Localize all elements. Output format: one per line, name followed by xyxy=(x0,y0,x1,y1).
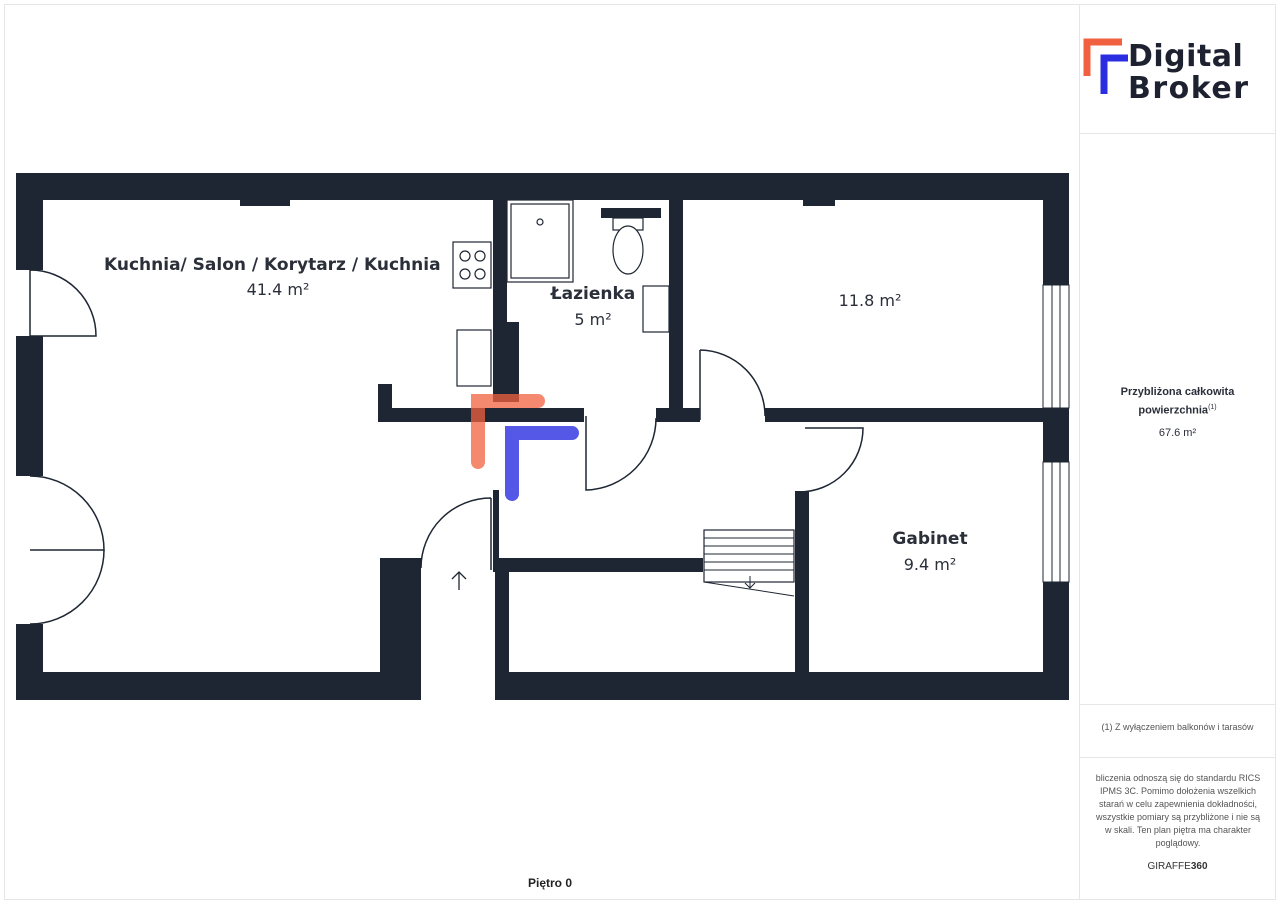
digital-broker-logo: Digital Broker xyxy=(1082,34,1274,106)
disclaimer: bliczenia odnoszą się do standardu RICS … xyxy=(1095,773,1261,848)
provider-suffix: 360 xyxy=(1190,861,1208,872)
room-area-bedroom: 11.8 m² xyxy=(839,291,902,310)
total-area-title-line2: powierzchnia(1) xyxy=(1080,400,1275,419)
stair-steps xyxy=(703,537,795,597)
total-area-title-line1: Przybliżona całkowita xyxy=(1120,386,1235,398)
total-area-title-text: powierzchnia xyxy=(1138,404,1209,417)
logo-text-digital: Digital xyxy=(1128,39,1244,74)
footnote-marker: (1) xyxy=(1208,404,1217,411)
watermark-logo xyxy=(471,394,579,501)
room-name-living: Kuchnia/ Salon / Korytarz / Kuchnia xyxy=(104,255,441,275)
fixtures xyxy=(452,199,795,583)
room-area-bathroom: 5 m² xyxy=(574,310,611,329)
door-bedroom xyxy=(699,349,766,420)
room-area-office: 9.4 m² xyxy=(904,555,957,574)
doors xyxy=(29,269,864,625)
room-name-bathroom: Łazienka xyxy=(550,284,636,304)
stairs xyxy=(703,529,795,583)
logo-mark-icon xyxy=(1083,38,1128,94)
provider-prefix: GIRAFFE xyxy=(1147,861,1191,872)
door-entrance xyxy=(420,497,492,570)
bathroom-sink xyxy=(642,285,670,333)
total-area-value: 67.6 m² xyxy=(1158,426,1197,439)
door-left-top xyxy=(29,269,97,337)
panel-divider xyxy=(1080,704,1276,705)
toilet xyxy=(612,225,644,275)
windows xyxy=(1042,284,1070,583)
panel-divider xyxy=(1080,133,1276,134)
panel-divider xyxy=(1080,757,1276,758)
provider-brand: GIRAFFE360 xyxy=(1080,861,1275,872)
logo-text-broker: Broker xyxy=(1128,71,1250,106)
door-left-double-b xyxy=(29,549,105,625)
door-left-double-a xyxy=(29,475,105,551)
room-name-office: Gabinet xyxy=(892,529,967,549)
door-office xyxy=(798,427,864,493)
entrance-arrow-icon xyxy=(451,571,467,590)
info-panel xyxy=(1079,4,1276,900)
floor-label: Piętro 0 xyxy=(527,876,572,890)
footnote: (1) Z wyłączeniem balkonów i tarasów xyxy=(1101,722,1254,732)
walls xyxy=(16,173,1069,700)
kitchen-sink xyxy=(456,329,492,387)
page-frame xyxy=(4,4,1276,900)
floor-plan: Kuchnia/ Salon / Korytarz / Kuchnia 41.4… xyxy=(16,173,1070,700)
room-area-living: 41.4 m² xyxy=(247,280,310,299)
total-area-block: Przybliżona całkowita powierzchnia(1) 67… xyxy=(1080,384,1275,441)
door-bathroom xyxy=(585,416,657,491)
stove xyxy=(452,241,492,289)
